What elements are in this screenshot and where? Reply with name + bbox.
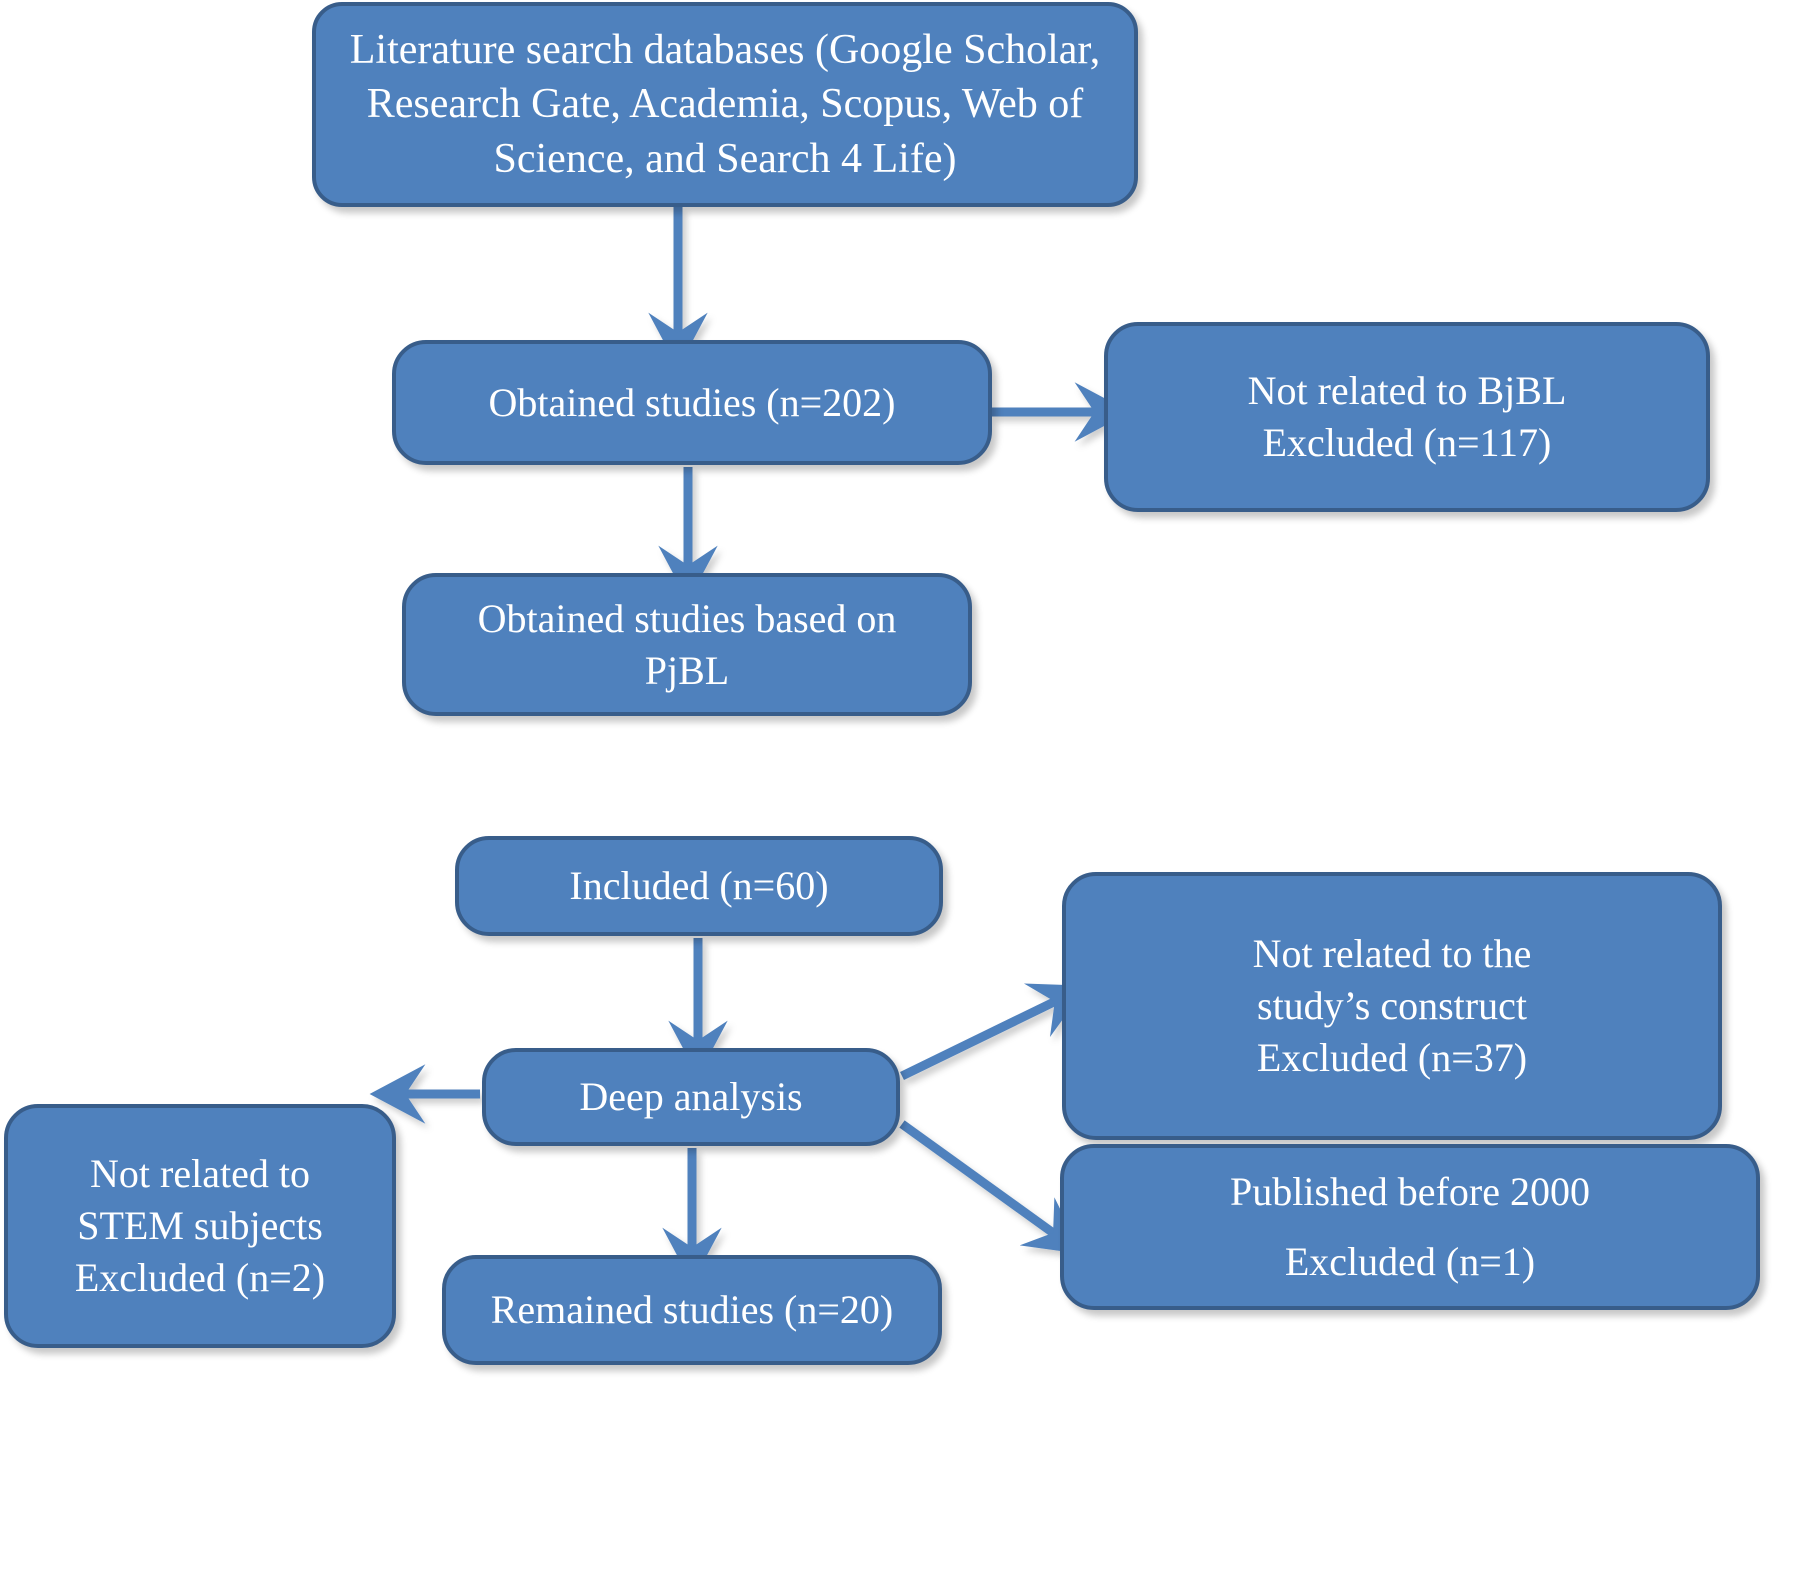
node-label: Deep analysis xyxy=(579,1074,803,1119)
node-label: Not related to the study’s construct Exc… xyxy=(1252,931,1532,1080)
node-literature-search-databases[interactable]: Literature search databases (Google Scho… xyxy=(312,2,1138,207)
node-label: Literature search databases (Google Scho… xyxy=(349,26,1101,182)
node-remained-studies[interactable]: Remained studies (n=20) xyxy=(442,1255,942,1365)
node-label: Obtained studies based on PjBL xyxy=(477,595,897,693)
node-label: Included (n=60) xyxy=(569,863,829,908)
node-label: Not related to BjBL Excluded (n=117) xyxy=(1247,368,1567,465)
node-label-spacer xyxy=(1080,1218,1740,1236)
edge-deep-to-construct xyxy=(900,983,1088,1081)
node-label: Obtained studies (n=202) xyxy=(488,379,896,425)
node-label: Not related to STEM subjects Excluded (n… xyxy=(74,1151,326,1300)
node-not-related-to-bjbl-excluded[interactable]: Not related to BjBL Excluded (n=117) xyxy=(1104,322,1710,512)
node-obtained-studies-based-on-pjbl[interactable]: Obtained studies based on PjBL xyxy=(402,573,972,716)
node-not-related-to-study-construct-excluded[interactable]: Not related to the study’s construct Exc… xyxy=(1062,872,1722,1140)
node-included[interactable]: Included (n=60) xyxy=(455,836,943,936)
node-published-before-2000-excluded[interactable]: Published before 2000 Excluded (n=1) xyxy=(1060,1144,1760,1310)
node-deep-analysis[interactable]: Deep analysis xyxy=(482,1048,900,1146)
node-obtained-studies[interactable]: Obtained studies (n=202) xyxy=(392,340,992,465)
node-not-related-to-stem-subjects-excluded[interactable]: Not related to STEM subjects Excluded (n… xyxy=(4,1104,396,1348)
edge-deep-to-published xyxy=(899,1120,1083,1254)
node-label: Published before 2000 Excluded (n=1) xyxy=(1080,1166,1740,1288)
node-label: Remained studies (n=20) xyxy=(490,1287,894,1332)
